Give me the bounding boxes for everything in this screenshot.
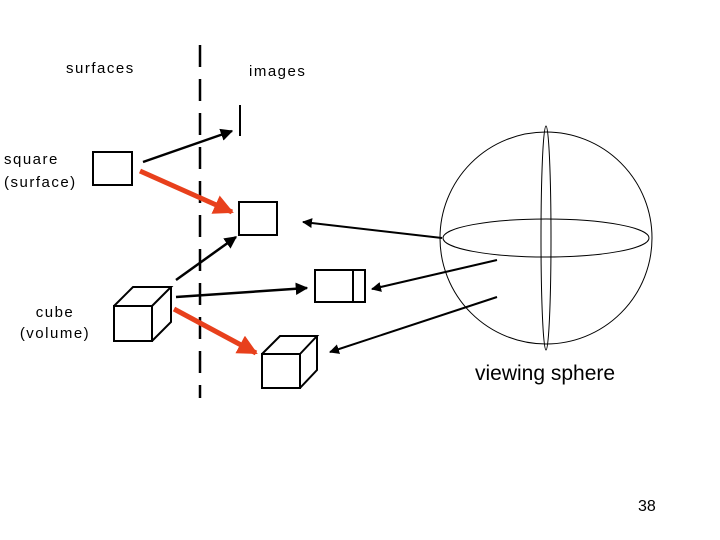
square-surface-shape [92, 151, 133, 186]
red-arrow-cube-to-cube [172, 306, 258, 356]
image-square-face [238, 201, 278, 236]
cube-label-line2: (volume) [19, 325, 91, 342]
arrow-sphere-to-rectangle [371, 259, 498, 292]
arrow-cube-to-rectangle [175, 282, 309, 299]
square-label-line1: square [4, 151, 59, 168]
image-rectangle-view [314, 269, 366, 303]
square-label-line2: (surface) [4, 174, 77, 191]
viewing-sphere [439, 125, 653, 351]
image-cube-view [261, 335, 320, 389]
arrow-square-to-edge [142, 128, 234, 164]
red-arrow-square-to-face [138, 168, 234, 215]
arrow-sphere-to-square [302, 218, 443, 239]
cube-label-line1: cube [35, 304, 75, 321]
cube-volume-shape [113, 286, 174, 342]
page-number: 38 [638, 498, 656, 515]
arrow-cube-to-square [175, 235, 238, 282]
arrow-sphere-to-cube [329, 296, 498, 354]
images-label: images [249, 63, 307, 80]
viewing-sphere-label: viewing sphere [475, 362, 616, 385]
surfaces-label: surfaces [66, 60, 135, 77]
